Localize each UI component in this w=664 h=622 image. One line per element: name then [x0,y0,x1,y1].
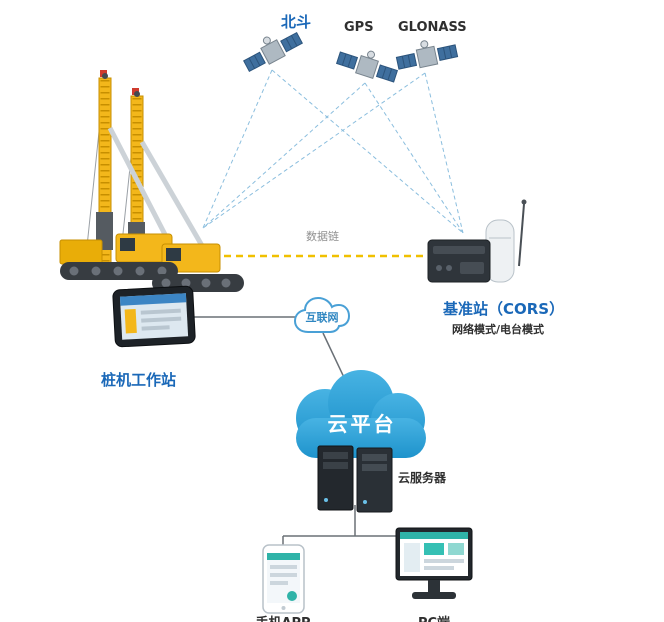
satellite-signal-lines [202,69,464,234]
glonass-satellite-icon [393,34,459,73]
mobile-app-label: 手机APP [255,616,310,622]
cloud-platform-label: 云平台 [327,412,397,436]
pc-label: PC端 [418,616,450,622]
base-station-icon [427,199,527,283]
beidou-label: 北斗 [281,13,312,31]
gps-satellite-icon [335,41,402,86]
base-station-sublabel: 网络模式/电台模式 [452,323,545,336]
data-link-label: 数据链 [306,230,339,243]
tablet-screen [119,293,189,340]
gps-label: GPS [344,20,374,35]
base-station-label: 基准站（CORS） [443,300,565,318]
piling-rig-machines-icon [59,70,244,292]
mobile-phone-icon [262,544,305,614]
workstation-label: 桩机工作站 [101,371,177,389]
internet-label: 互联网 [305,311,339,324]
pc-monitor-icon [395,527,473,599]
glonass-label: GLONASS [398,20,467,35]
workstation-tablet-icon [112,285,196,348]
cloud-server-label: 云服务器 [398,471,447,485]
internet-cloud-icon [293,296,351,333]
cloud-server-icon [317,445,393,513]
